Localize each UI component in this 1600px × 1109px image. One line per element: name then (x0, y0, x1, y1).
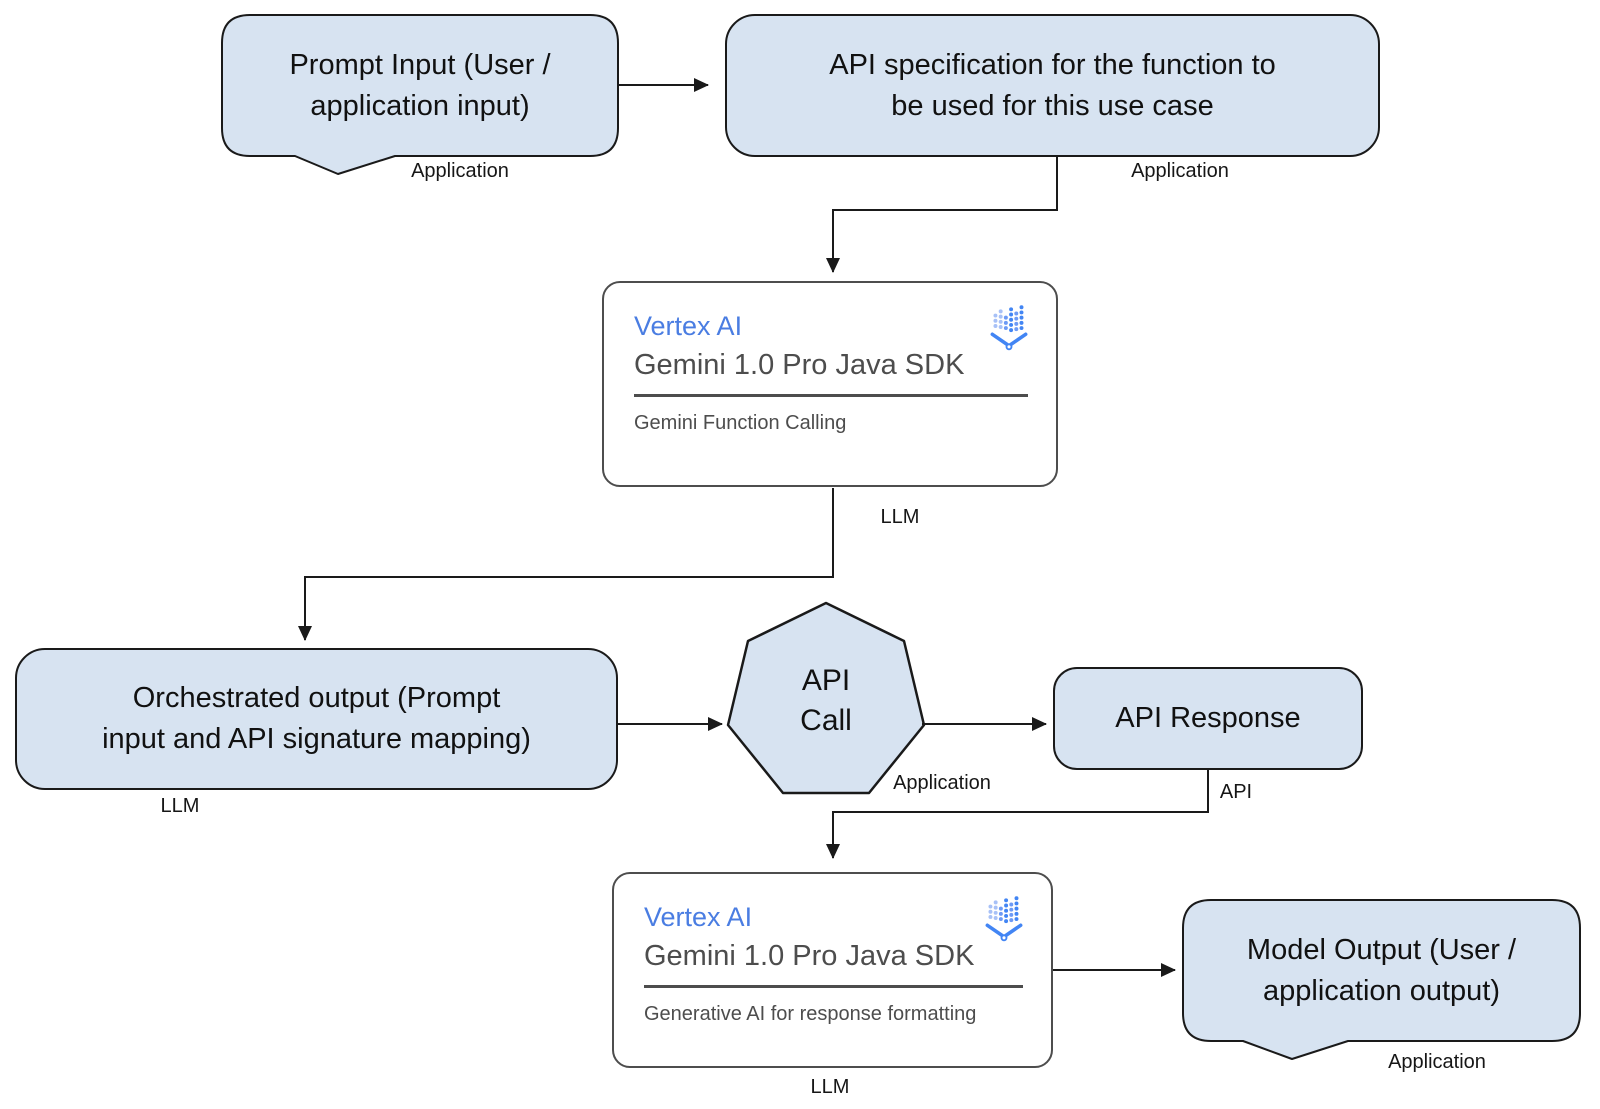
card-caption: Gemini Function Calling (634, 412, 847, 434)
api-spec-node-label: API specification for the function to be… (829, 48, 1276, 122)
prompt-input-tag: Application (411, 160, 509, 182)
gemini-sdk-title: Gemini 1.0 Pro Java SDK (644, 940, 975, 972)
api-response-node: API Response (1053, 667, 1363, 770)
formatting-card-tag: LLM (810, 1076, 850, 1098)
api-call-node-label: API Call (800, 663, 852, 738)
vertex-ai-function-calling-card: Vertex AI Gemini 1.0 Pro Java SDK Gemini… (602, 281, 1058, 487)
connector-llm1-to-orchestrated (298, 488, 834, 641)
function-calling-card-tag: LLM (880, 506, 920, 528)
api-spec-node: API specification for the function to be… (725, 14, 1380, 157)
api-call-heptagon (726, 601, 926, 795)
vertex-ai-icon (990, 305, 1028, 351)
api-spec-tag: Application (1131, 160, 1229, 182)
model-output-tag: Application (1388, 1051, 1486, 1073)
orchestrated-output-node-label: Orchestrated output (Prompt input and AP… (102, 682, 531, 755)
prompt-input-bubble (221, 14, 619, 175)
vertex-ai-product-name: Vertex AI (634, 311, 743, 341)
api-response-node-label: API Response (1115, 702, 1301, 735)
vertex-ai-icon (985, 896, 1023, 942)
orchestrated-output-tag: LLM (160, 795, 200, 817)
model-output-node-label: Model Output (User / application output) (1246, 933, 1517, 1007)
card-caption: Generative AI for response formatting (644, 1003, 977, 1025)
vertex-ai-formatting-card: Vertex AI Gemini 1.0 Pro Java SDK Genera… (612, 872, 1053, 1068)
connector-spec-to-llm1 (826, 157, 1058, 273)
gemini-sdk-title: Gemini 1.0 Pro Java SDK (634, 349, 965, 381)
card-divider (634, 394, 1028, 397)
model-output-bubble (1182, 899, 1581, 1060)
vertex-ai-product-name: Vertex AI (644, 902, 753, 932)
connector-response-to-llm2 (826, 770, 1209, 859)
orchestrated-output-node: Orchestrated output (Prompt input and AP… (15, 648, 618, 790)
prompt-input-node-label: Prompt Input (User / application input) (289, 48, 551, 122)
card-divider (644, 985, 1023, 988)
api-response-tag: API (1219, 781, 1253, 803)
api-call-tag: Application (893, 772, 991, 794)
